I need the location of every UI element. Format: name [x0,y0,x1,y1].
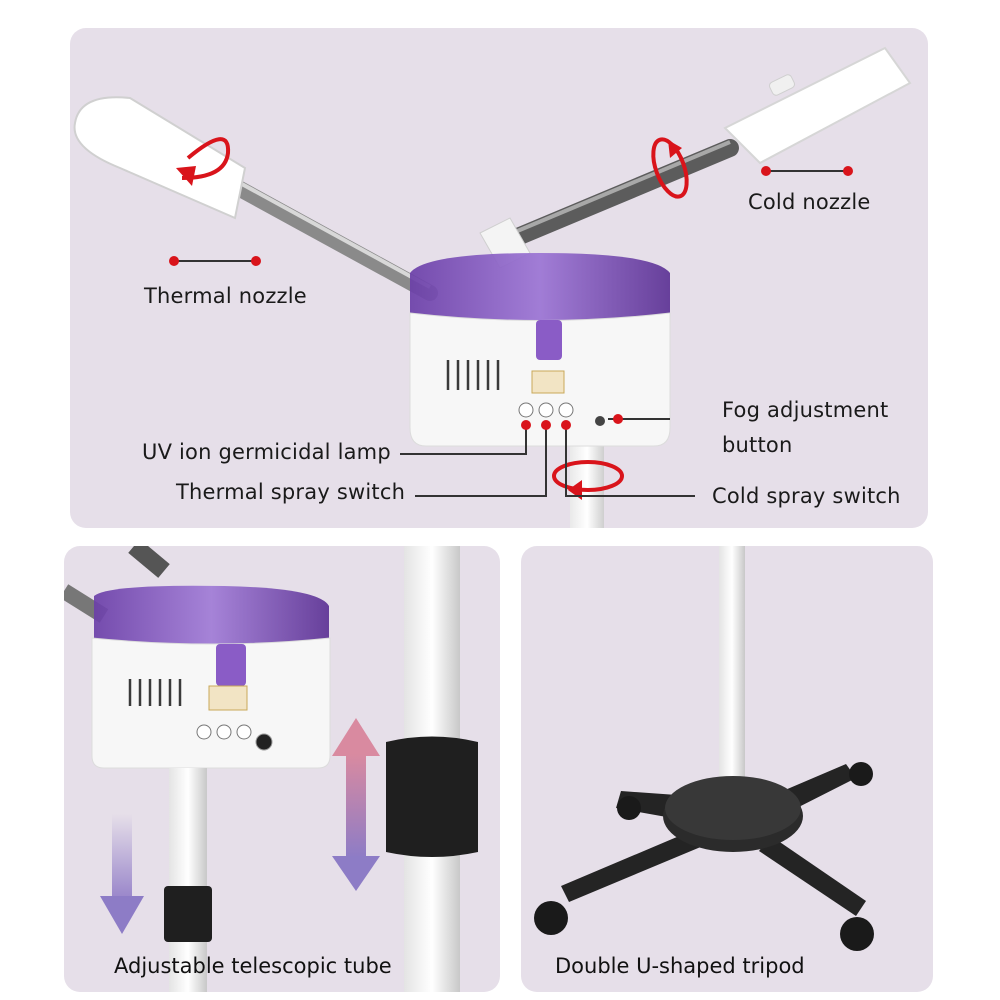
steamer-overview-panel: Cold nozzle Thermal nozzle Fog adjustmen… [70,28,928,528]
rotate-arrow-thermal [181,137,231,180]
steamer-illustration [73,46,912,528]
fog-knob [595,416,605,426]
uv-lamp-button [518,402,534,418]
cold-spray-button [558,402,574,418]
stand-pole [570,438,604,528]
cold-nozzle-label: Cold nozzle [748,190,871,214]
water-window [536,320,562,360]
thermal-spray-button [538,402,554,418]
telescopic-pole-lower [169,768,207,992]
telescopic-caption: Adjustable telescopic tube [114,954,392,978]
cold-nozzle-head [723,46,912,165]
telescopic-illustration [64,546,478,992]
rotate-arrow-cold [651,137,689,199]
cold-spray-switch-label: Cold spray switch [712,484,901,508]
down-arrow-icon [332,856,380,891]
telescopic-tube-panel: Adjustable telescopic tube [64,546,500,992]
cold-arm-rod [506,139,739,247]
up-arrow-icon [332,718,380,756]
fog-adjustment-label-line1: Fog adjustment [722,398,889,422]
stand-pole [719,546,745,806]
thermal-arm-rod [212,170,438,301]
down-arrow-icon [100,896,144,934]
uv-lamp-label: UV ion germicidal lamp [142,440,391,464]
water-tank [94,585,329,646]
thermal-nozzle-label: Thermal nozzle [144,284,307,308]
telescopic-clamp-upper [386,736,478,857]
thermal-nozzle-head [73,96,247,220]
fog-adjustment-label-line2: button [722,433,793,457]
tripod-caption: Double U-shaped tripod [555,954,805,978]
tripod-panel: Double U-shaped tripod [521,546,933,992]
rotate-arrow-pole [552,460,624,492]
water-tank [410,253,670,326]
caster-wheels [534,762,874,951]
thermal-spray-switch-label: Thermal spray switch [176,480,406,504]
vent-slots [446,360,500,390]
tripod-illustration [534,546,874,951]
telescopic-clamp-lower [164,886,212,942]
